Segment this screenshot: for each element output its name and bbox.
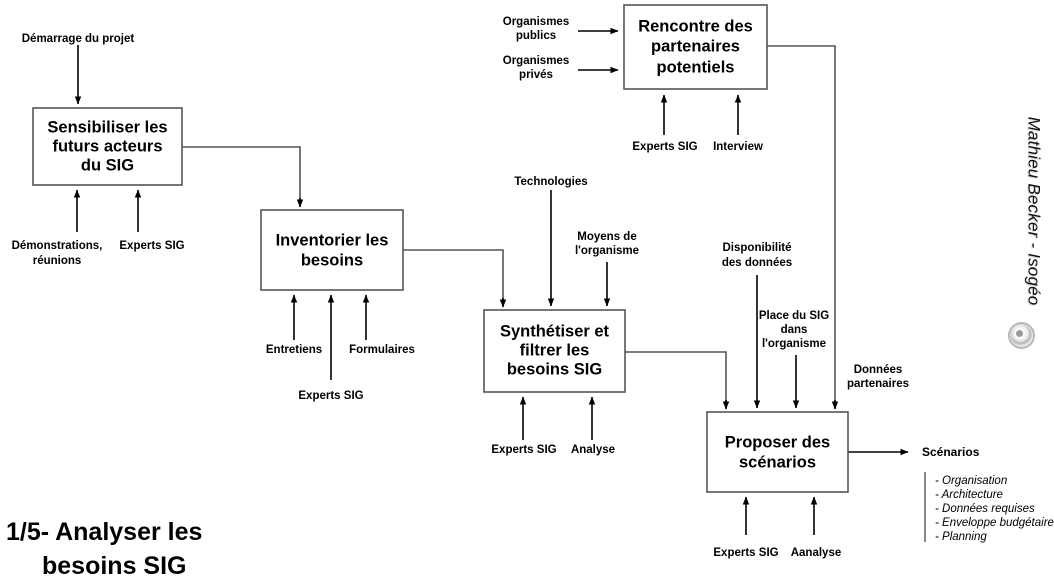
label-organismes-publics-line1: Organismes (503, 16, 569, 28)
label-technologies: Technologies (514, 176, 587, 188)
box-rencontre-line1: Rencontre des (638, 17, 753, 35)
label-analyse-proposer: Aanalyse (791, 547, 842, 559)
box-proposer-line2: scénarios (739, 453, 816, 471)
label-demarrage: Démarrage du projet (22, 33, 135, 45)
watermark-text: Mathieu Becker - Isogéo (1024, 116, 1043, 306)
scenario-item-3: - Données requises (935, 503, 1035, 515)
label-experts-sig-rencontre: Experts SIG (632, 141, 697, 153)
label-experts-sig-synthetiser: Experts SIG (491, 444, 556, 456)
scenario-item-4: - Enveloppe budgétaire (935, 517, 1054, 529)
box-sensibiliser-rect (32, 107, 183, 186)
connector-sensibiliser-to-inventorier (182, 146, 301, 206)
label-donnees-partenaires-line1: Données (854, 364, 903, 376)
label-organismes-publics-line2: publics (516, 30, 556, 42)
label-interview: Interview (713, 141, 763, 153)
label-analyse-synthetiser: Analyse (571, 444, 615, 456)
label-experts-sig-inventorier: Experts SIG (298, 390, 363, 402)
connector-synthetiser-to-proposer (625, 351, 727, 408)
label-demonstrations-line1: Démonstrations, (12, 240, 103, 252)
label-experts-sig-proposer: Experts SIG (713, 547, 778, 559)
box-rencontre[interactable]: Rencontre des partenaires potentiels (623, 4, 768, 90)
box-synthetiser-rect (483, 309, 626, 393)
box-synthetiser[interactable]: Synthétiser et filtrer les besoins SIG (483, 309, 626, 393)
box-sensibiliser-line1: Sensibiliser les (47, 118, 167, 136)
box-inventorier[interactable]: Inventorier les besoins (260, 209, 404, 291)
box-inventorier-line2: besoins (301, 251, 363, 269)
scenario-item-2: - Architecture (935, 489, 1003, 501)
isogeo-logo-icon (1008, 322, 1035, 349)
label-place-sig-line3: l'organisme (762, 338, 826, 350)
label-experts-sig-sensibiliser: Experts SIG (119, 240, 184, 252)
label-place-sig-line1: Place du SIG (759, 310, 829, 322)
page-title-line2: besoins SIG (42, 552, 186, 580)
label-organismes-prives-line1: Organismes (503, 55, 569, 67)
label-moyens-line1: Moyens de (577, 231, 636, 243)
connector-inventorier-to-synthetiser (403, 249, 504, 306)
scenario-item-1: - Organisation (935, 475, 1007, 487)
label-place-sig-line2: dans (781, 324, 808, 336)
label-donnees-partenaires-line2: partenaires (847, 378, 909, 390)
box-synthetiser-line2: filtrer les (520, 341, 590, 359)
watermark-author: Mathieu Becker - Isogéo (1018, 96, 1048, 326)
label-scenarios-heading: Scénarios (922, 445, 980, 459)
connector-rencontre-to-proposer (767, 45, 836, 408)
box-rencontre-rect (623, 4, 768, 90)
label-organismes-prives-line2: privés (519, 69, 553, 81)
label-disponibilite-line2: des données (722, 257, 792, 269)
box-proposer-rect (706, 411, 849, 493)
label-entretiens: Entretiens (266, 344, 322, 356)
box-synthetiser-line3: besoins SIG (507, 360, 602, 378)
box-sensibiliser-line3: du SIG (81, 156, 134, 174)
label-demonstrations-line2: réunions (33, 255, 82, 267)
box-inventorier-rect (260, 209, 404, 291)
box-synthetiser-line1: Synthétiser et (500, 322, 610, 340)
box-proposer[interactable]: Proposer des scénarios (706, 411, 849, 493)
label-formulaires: Formulaires (349, 344, 415, 356)
box-proposer-line1: Proposer des (725, 433, 830, 451)
box-sensibiliser-line2: futurs acteurs (52, 137, 162, 155)
box-rencontre-line3: potentiels (657, 58, 735, 76)
box-sensibiliser[interactable]: Sensibiliser les futurs acteurs du SIG (32, 107, 183, 186)
box-inventorier-line1: Inventorier les (276, 231, 389, 249)
scenario-item-5: - Planning (935, 531, 987, 543)
page-title-line1: 1/5- Analyser les (6, 518, 202, 546)
box-rencontre-line2: partenaires (651, 37, 740, 55)
label-disponibilite-line1: Disponibilité (723, 242, 792, 254)
label-moyens-line2: l'organisme (575, 245, 639, 257)
